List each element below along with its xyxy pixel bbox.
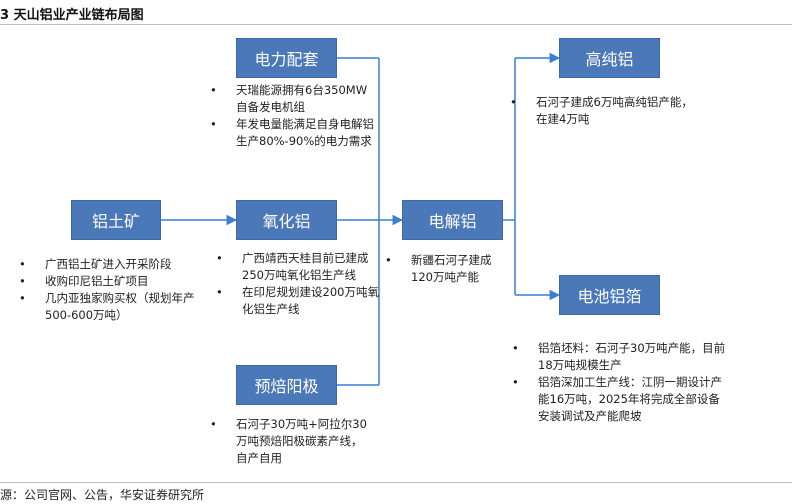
node-anode: 预焙阳极 [236, 365, 337, 405]
figure-title: 3 天山铝业产业链布局图 [0, 8, 144, 23]
note-item: 天瑞能源拥有6台350MW自备发电机组 [208, 82, 376, 116]
node-battery-foil: 电池铝箔 [559, 275, 660, 315]
top-divider [0, 24, 792, 25]
note-item: 铝箔深加工生产线：江阴一期设计产能16万吨，2025年将完成全部设备安装调试及产… [510, 374, 730, 425]
node-electrolytic: 电解铝 [402, 200, 503, 240]
bottom-divider [0, 482, 792, 483]
note-item: 铝箔坯料：石河子30万吨产能，目前18万吨规模生产 [510, 340, 730, 374]
node-bauxite: 铝土矿 [71, 200, 161, 240]
note-item: 广西铝土矿进入开采阶段 [17, 256, 207, 273]
notes-battery-foil: 铝箔坯料：石河子30万吨产能，目前18万吨规模生产 铝箔深加工生产线：江阴一期设… [510, 340, 730, 425]
source-note: 源：公司官网、公告，华安证券研究所 [0, 488, 205, 502]
note-item: 新疆石河子建成120万吨产能 [383, 252, 511, 286]
notes-anode: 石河子30万吨+阿拉尔30万吨预焙阳极碳素产线，自产自用 [208, 416, 368, 467]
notes-high-purity: 石河子建成6万吨高纯铝产能，在建4万吨 [508, 94, 698, 128]
node-high-purity: 高纯铝 [559, 38, 660, 78]
note-item: 石河子30万吨+阿拉尔30万吨预焙阳极碳素产线，自产自用 [208, 416, 368, 467]
node-power: 电力配套 [236, 38, 337, 78]
note-item: 几内亚独家购买权（规划年产500-600万吨） [17, 290, 207, 324]
notes-bauxite: 广西铝土矿进入开采阶段 收购印尼铝土矿项目 几内亚独家购买权（规划年产500-6… [17, 256, 207, 324]
note-item: 广西靖西天桂目前已建成250万吨氧化铝生产线 [214, 250, 380, 284]
notes-power: 天瑞能源拥有6台350MW自备发电机组 年发电量能满足自身电解铝生产80%-90… [208, 82, 376, 150]
note-item: 收购印尼铝土矿项目 [17, 273, 207, 290]
note-item: 在印尼规划建设200万吨氧化铝生产线 [214, 284, 380, 318]
notes-electrolytic: 新疆石河子建成120万吨产能 [383, 252, 511, 286]
note-item: 石河子建成6万吨高纯铝产能，在建4万吨 [508, 94, 698, 128]
note-item: 年发电量能满足自身电解铝生产80%-90%的电力需求 [208, 116, 376, 150]
notes-alumina: 广西靖西天桂目前已建成250万吨氧化铝生产线 在印尼规划建设200万吨氧化铝生产… [214, 250, 380, 318]
node-alumina: 氧化铝 [236, 200, 337, 240]
